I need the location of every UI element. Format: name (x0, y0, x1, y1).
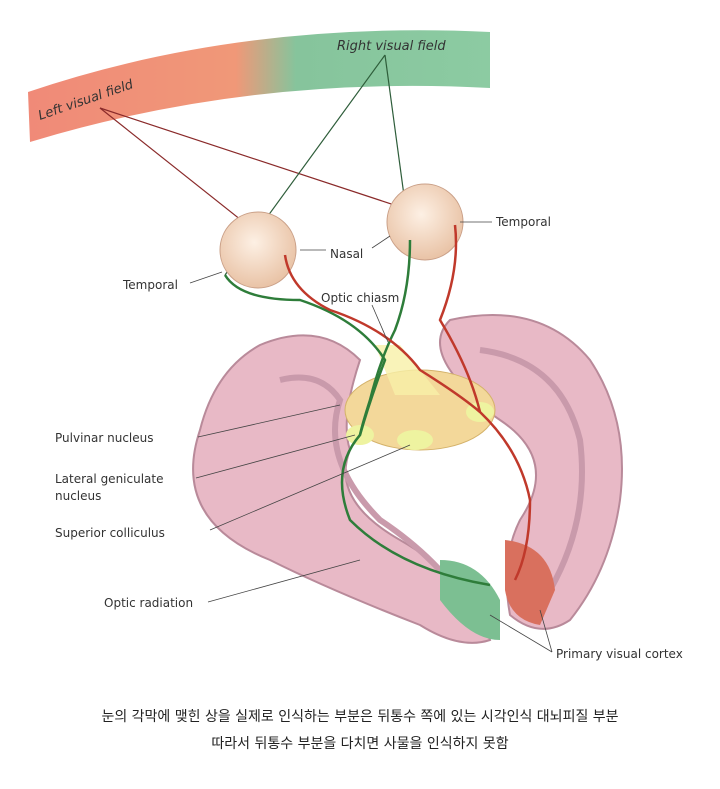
left-field-pathway-2 (283, 254, 481, 413)
primary-visual-cortex-left (440, 560, 500, 640)
right-visual-field-label: Right visual field (337, 39, 446, 54)
primary-visual-cortex-right (505, 540, 555, 625)
primary-visual-cortex-label: Primary visual cortex (556, 647, 683, 661)
nasal-label: Nasal (330, 247, 363, 261)
left-cortex-inner (279, 374, 473, 612)
optic-chiasm-shape (375, 345, 440, 395)
caption-line-1: 눈의 각막에 맺힌 상을 실제로 인식하는 부분은 뒤통수 쪽에 있는 시각인식… (101, 709, 619, 725)
superior-colliculus-label: Superior colliculus (55, 526, 165, 540)
temporal-left-label: Temporal (122, 278, 178, 292)
left-eye (219, 211, 297, 289)
lateral-geniculate-label-1: Lateral geniculate (55, 472, 163, 486)
visual-field-band (28, 30, 490, 142)
pulvinar-nucleus-label: Pulvinar nucleus (55, 431, 154, 445)
superior-colliculus-shape (397, 430, 433, 450)
caption-line-2: 따라서 뒤통수 부분을 다치면 사물을 인식하지 못함 (211, 736, 509, 752)
lateral-geniculate-label-2: nucleus (55, 489, 101, 503)
right-cortex-inner (479, 347, 585, 592)
temporal-right-label: Temporal (495, 215, 551, 229)
optic-chiasm-label: Optic chiasm (321, 291, 399, 305)
right-field-pathway-2 (358, 239, 412, 436)
optic-radiation-label: Optic radiation (104, 596, 193, 610)
right-eye (386, 183, 464, 261)
